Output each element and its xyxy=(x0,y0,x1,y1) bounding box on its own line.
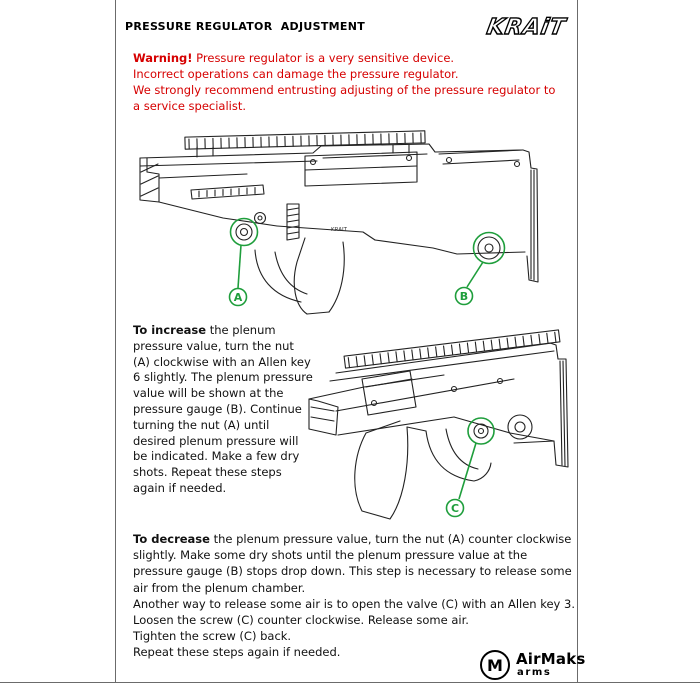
callouts-a-b: A B xyxy=(228,217,506,307)
warning-block: Warning! Pressure regulator is a very se… xyxy=(133,50,581,114)
decrease-paragraph-4: Repeat these steps again if needed. xyxy=(133,645,341,660)
increase-text: the plenum pressure value, turn the nut … xyxy=(133,323,313,495)
decrease-instructions: To decrease the plenum pressure value, t… xyxy=(133,531,579,661)
receiver-marking: KRAIT xyxy=(331,227,348,233)
trigger-guard xyxy=(254,249,302,303)
callout-c: C xyxy=(445,417,495,518)
callout-c-leader xyxy=(458,442,477,500)
decrease-paragraph-2: Another way to release some air is to op… xyxy=(133,596,575,628)
warning-line-3: We strongly recommend entrusting adjusti… xyxy=(133,83,556,97)
callout-a-badge xyxy=(228,287,248,307)
increase-lead: To increase xyxy=(133,323,207,337)
callout-label-a: A xyxy=(234,291,243,304)
airmaks-m-icon: M xyxy=(480,650,510,680)
page-border-bottom xyxy=(0,682,700,683)
picatinny-rail-icon xyxy=(343,329,561,369)
warning-line-1: Warning! Pressure regulator is a very se… xyxy=(133,50,581,66)
decrease-paragraph-3: Tighten the screw (C) back. xyxy=(133,629,292,644)
page-border-right xyxy=(577,0,578,682)
airmaks-logo: M AirMaks arms xyxy=(480,650,586,680)
butt-plug-circle xyxy=(507,414,533,440)
callout-label-c: C xyxy=(451,502,459,515)
callout-a-circle xyxy=(229,217,259,247)
figure-rifle-side-view: KRAIT A B xyxy=(139,130,539,315)
callout-b-badge xyxy=(454,286,474,306)
trigger-guard xyxy=(425,430,492,482)
airmaks-arms-text: arms xyxy=(517,667,552,678)
decrease-paragraph-1: To decrease the plenum pressure value, t… xyxy=(133,531,579,596)
page-border-left xyxy=(115,0,116,682)
callout-a-leader xyxy=(237,244,242,289)
rifle-line-art-2 xyxy=(308,329,569,520)
airmaks-brand-text: AirMaks xyxy=(516,650,586,668)
decrease-lead: To decrease xyxy=(133,532,210,546)
decrease-text-1: the plenum pressure value, turn the nut … xyxy=(133,532,572,595)
rifle-line-art: KRAIT xyxy=(139,130,539,315)
figure-rifle-angled-view: C xyxy=(308,329,569,520)
callout-b-circle xyxy=(472,231,506,265)
warning-label: Warning! xyxy=(133,51,193,65)
airmaks-logo-text: AirMaks arms xyxy=(516,650,586,679)
callout-c-circle xyxy=(467,417,495,445)
picatinny-rail-icon xyxy=(184,130,426,150)
warning-text-1: Pressure regulator is a very sensitive d… xyxy=(192,51,455,65)
increase-instructions: To increase the plenum pressure value, t… xyxy=(133,323,314,497)
callout-b-leader xyxy=(466,261,484,288)
regulator-nut-a xyxy=(235,223,253,241)
warning-line-2: Incorrect operations can damage the pres… xyxy=(133,67,459,81)
pressure-gauge-b xyxy=(477,236,501,260)
callout-c-badge xyxy=(445,498,465,518)
krait-logo: KRAiT xyxy=(484,14,568,40)
page-title: PRESSURE REGULATOR ADJUSTMENT xyxy=(125,20,366,33)
callout-label-b: B xyxy=(460,290,468,303)
warning-line-4: a service specialist. xyxy=(133,99,247,113)
valve-screw-c xyxy=(473,423,489,439)
